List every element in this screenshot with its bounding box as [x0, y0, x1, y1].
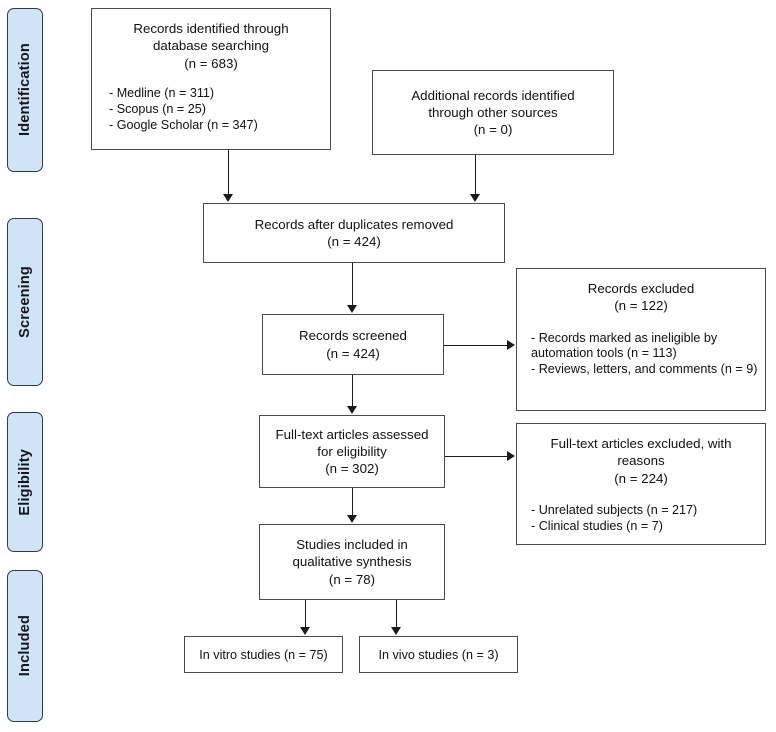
node-database-search-source-scopus: - Scopus (n = 25): [109, 101, 206, 116]
node-qualitative-synthesis-line2: qualitative synthesis: [292, 554, 412, 570]
node-in-vivo: In vivo studies (n = 3): [359, 636, 518, 673]
phase-tab-identification: Identification: [7, 8, 43, 172]
node-records-excluded-reason-automation: - Records marked as ineligible by automa…: [531, 330, 718, 361]
arrowhead-screened-to-excluded: [507, 339, 515, 350]
node-database-search-line2: database searching: [152, 38, 270, 54]
connector-other-sources-to-duplicates: [475, 155, 477, 195]
arrowhead-fulltext-to-excluded: [507, 450, 515, 461]
node-database-search-line1: Records identified through: [133, 21, 289, 36]
phase-tab-screening-label: Screening: [17, 266, 33, 338]
arrowhead-synthesis-to-in-vivo: [390, 627, 401, 635]
node-qualitative-synthesis-count: (n = 78): [328, 571, 376, 587]
connector-synthesis-to-in-vitro: [305, 600, 307, 628]
node-database-search-source-google-scholar: - Google Scholar (n = 347): [109, 117, 258, 132]
node-database-search-breakdown: - Medline (n = 311) - Scopus (n = 25) - …: [92, 72, 330, 134]
phase-tab-identification-label: Identification: [17, 43, 33, 137]
node-records-screened-heading: Records screened (n = 424): [299, 327, 407, 362]
node-fulltext-excluded-line2: reasons: [617, 453, 665, 469]
node-database-search-heading: Records identified through database sear…: [92, 9, 330, 72]
node-fulltext-assessed-line1: Full-text articles assessed: [275, 426, 429, 442]
phase-tab-eligibility: Eligibility: [7, 412, 43, 552]
connector-screened-to-fulltext: [352, 375, 354, 408]
node-duplicates-removed-count: (n = 424): [327, 234, 381, 249]
node-records-excluded: Records excluded (n = 122) - Records mar…: [516, 268, 766, 411]
arrowhead-fulltext-to-synthesis: [346, 515, 357, 523]
node-records-excluded-heading: Records excluded (n = 122): [517, 269, 765, 315]
connector-duplicates-to-screened: [352, 263, 354, 306]
node-in-vivo-label: In vivo studies (n = 3): [378, 647, 499, 662]
node-fulltext-excluded-line1: Full-text articles excluded, with: [550, 436, 732, 451]
connector-database-search-to-duplicates: [228, 150, 230, 195]
node-other-sources-line1: Additional records identified: [411, 87, 575, 103]
arrowhead-screened-to-fulltext: [346, 406, 357, 414]
node-records-excluded-line1: Records excluded: [587, 281, 695, 296]
node-records-excluded-breakdown: - Records marked as ineligible by automa…: [517, 315, 765, 379]
node-database-search-count: (n = 683): [184, 55, 238, 71]
node-fulltext-excluded-count: (n = 224): [614, 470, 668, 486]
node-duplicates-removed-line1: Records after duplicates removed: [254, 216, 454, 232]
node-records-screened-count: (n = 424): [326, 345, 380, 361]
node-fulltext-assessed: Full-text articles assessed for eligibil…: [259, 415, 445, 488]
node-in-vitro-label: In vitro studies (n = 75): [199, 647, 328, 662]
node-other-sources-line2: through other sources: [428, 104, 558, 120]
node-other-sources-heading: Additional records identified through ot…: [411, 87, 574, 139]
node-records-screened: Records screened (n = 424): [262, 314, 444, 375]
connector-synthesis-to-in-vivo: [396, 600, 398, 628]
node-qualitative-synthesis: Studies included in qualitative synthesi…: [259, 524, 445, 600]
node-fulltext-excluded-reason-unrelated: - Unrelated subjects (n = 217): [531, 502, 698, 517]
node-qualitative-synthesis-line1: Studies included in: [296, 537, 408, 553]
node-fulltext-excluded-breakdown: - Unrelated subjects (n = 217) - Clinica…: [517, 487, 765, 535]
node-fulltext-assessed-line2: for eligibility: [317, 443, 387, 459]
arrowhead-synthesis-to-in-vitro: [299, 627, 310, 635]
node-records-excluded-reason-reviews: - Reviews, letters, and comments (n = 9): [531, 362, 758, 377]
node-other-sources: Additional records identified through ot…: [372, 70, 614, 155]
node-duplicates-removed-heading: Records after duplicates removed (n = 42…: [255, 216, 454, 251]
node-qualitative-synthesis-heading: Studies included in qualitative synthesi…: [293, 536, 412, 588]
phase-tab-screening: Screening: [7, 218, 43, 386]
node-duplicates-removed: Records after duplicates removed (n = 42…: [203, 203, 505, 263]
node-records-excluded-count: (n = 122): [614, 298, 668, 314]
phase-tab-eligibility-label: Eligibility: [17, 448, 33, 516]
node-fulltext-assessed-heading: Full-text articles assessed for eligibil…: [276, 426, 429, 478]
node-fulltext-assessed-count: (n = 302): [325, 461, 379, 477]
node-records-screened-line1: Records screened: [299, 328, 407, 344]
connector-fulltext-to-excluded: [445, 456, 508, 458]
node-in-vitro: In vitro studies (n = 75): [184, 636, 343, 673]
phase-tab-included: Included: [7, 570, 43, 722]
node-database-search: Records identified through database sear…: [91, 8, 331, 150]
node-fulltext-excluded: Full-text articles excluded, with reason…: [516, 423, 766, 545]
arrowhead-duplicates-to-screened: [346, 305, 357, 313]
arrowhead-other-sources-to-duplicates: [469, 194, 480, 202]
connector-screened-to-excluded: [444, 345, 508, 347]
node-database-search-source-medline: - Medline (n = 311): [109, 85, 215, 100]
phase-tab-included-label: Included: [17, 615, 33, 677]
arrowhead-database-search-to-duplicates: [222, 194, 233, 202]
connector-fulltext-to-synthesis: [352, 488, 354, 516]
node-fulltext-excluded-reason-clinical: - Clinical studies (n = 7): [531, 518, 663, 533]
node-fulltext-excluded-heading: Full-text articles excluded, with reason…: [517, 424, 765, 487]
node-other-sources-count: (n = 0): [473, 122, 513, 138]
